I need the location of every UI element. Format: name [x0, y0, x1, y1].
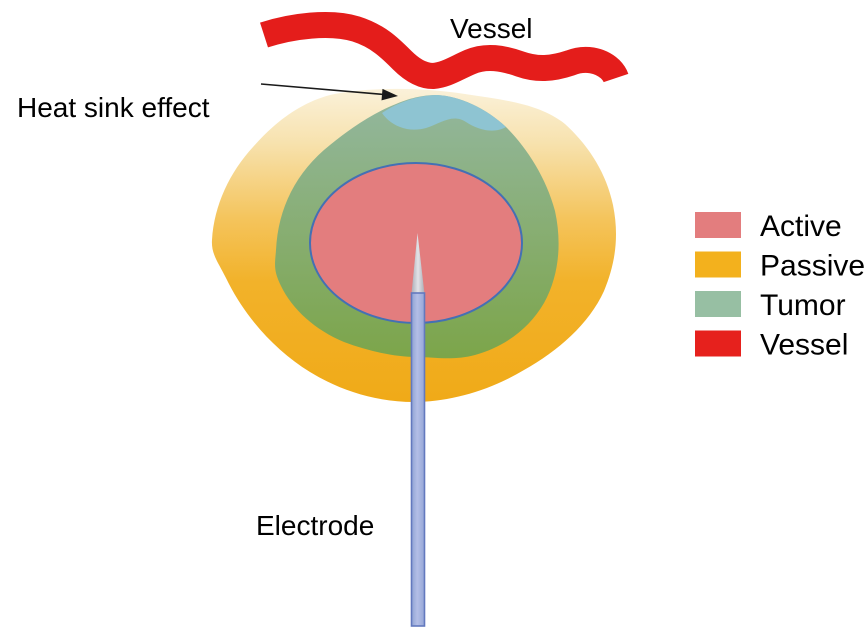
legend-row-vessel: Vessel	[695, 329, 848, 362]
heat-sink-arrow-line	[260, 83, 385, 96]
legend-swatch-vessel	[695, 330, 741, 357]
legend-row-passive: Passive	[695, 250, 864, 283]
legend: Active Passive Tumor Vessel	[695, 210, 864, 362]
legend-label-passive: Passive	[760, 250, 864, 283]
heat-sink-arrowhead	[381, 88, 398, 101]
heat-sink-arrow	[260, 83, 398, 101]
electrode-tip	[411, 233, 425, 294]
electrode-label: Electrode	[256, 510, 374, 541]
vessel-label: Vessel	[450, 13, 533, 44]
legend-row-active: Active	[695, 210, 842, 243]
legend-label-tumor: Tumor	[760, 289, 846, 322]
heat-sink-region	[382, 95, 506, 131]
legend-swatch-active	[695, 212, 741, 238]
electrode-shaft	[410, 292, 426, 627]
heat-sink-label: Heat sink effect	[17, 92, 210, 123]
legend-swatch-tumor	[695, 291, 741, 317]
legend-row-tumor: Tumor	[695, 289, 846, 322]
legend-swatch-passive	[695, 251, 741, 278]
legend-label-active: Active	[760, 210, 842, 243]
vessel-ribbon	[260, 12, 629, 89]
legend-label-vessel: Vessel	[760, 329, 848, 362]
